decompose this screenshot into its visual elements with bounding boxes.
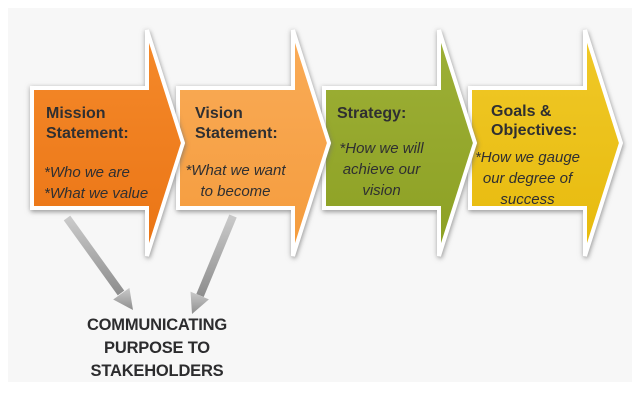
arrow-bullet-line: *How we will — [339, 140, 424, 157]
arrow-heading: Goals & Objectives: — [470, 102, 585, 140]
right-arrow-icon — [468, 29, 624, 257]
arrow-bullet-line: success — [500, 191, 555, 208]
arrow-bullet-line: *What we value — [44, 185, 149, 202]
communication-label-line: STAKEHOLDERS — [90, 362, 224, 380]
arrow-mission-statement: Mission Statement: *Who we are *What we … — [28, 27, 198, 259]
arrow-bullet-line: vision — [362, 182, 401, 199]
arrow-heading: Mission Statement: — [32, 104, 147, 144]
down-left-arrow-icon — [63, 215, 133, 310]
arrow-bullets: *How we will achieve our vision — [324, 138, 439, 201]
right-arrow-icon — [176, 29, 332, 257]
arrow-bullet-line: *How we gauge — [474, 149, 581, 166]
communication-label-line: PURPOSE TO — [104, 339, 210, 357]
arrow-bullets: *Who we are *What we value — [32, 162, 149, 204]
arrow-bullet-line: our degree of — [482, 170, 573, 187]
arrow-bullets: *How we gauge our degree of success — [470, 147, 585, 210]
arrow-heading-line: Mission — [46, 105, 106, 122]
communication-label: COMMUNICATING PURPOSE TO STAKEHOLDERS — [57, 314, 257, 383]
arrow-bullet-line: achieve our — [342, 161, 421, 178]
arrow-text-block: Strategy: *How we will achieve our visio… — [324, 88, 439, 208]
block-arrow-shape — [468, 29, 624, 257]
arrow-heading: Strategy: — [324, 104, 439, 124]
arrow-bullet-line: *Who we are — [44, 164, 130, 181]
arrow-text-block: Vision Statement: *What we want to becom… — [178, 88, 293, 208]
arrow-bullet-line: *What we want — [185, 162, 286, 179]
communication-label-line: COMMUNICATING — [86, 316, 228, 334]
arrow-heading-line: Objectives: — [491, 122, 578, 139]
block-arrow-shape — [30, 29, 186, 257]
arrow-vision-statement: Vision Statement: *What we want to becom… — [174, 27, 344, 259]
arrow-goals-objectives: Goals & Objectives: *How we gauge our de… — [466, 27, 636, 259]
arrow-heading-line: Strategy: — [337, 105, 407, 122]
arrow-heading-line: Goals & — [491, 103, 552, 120]
block-arrow-shape — [176, 29, 332, 257]
arrow-strategy: Strategy: *How we will achieve our visio… — [320, 27, 490, 259]
arrow-heading-line: Statement: — [195, 125, 278, 142]
arrow-heading: Vision Statement: — [178, 104, 293, 144]
arrow-bullet-line: to become — [200, 183, 271, 200]
arrow-heading-line: Statement: — [46, 125, 129, 142]
arrow-text-block: Mission Statement: *Who we are *What we … — [32, 88, 149, 208]
connector-arrows — [63, 214, 237, 314]
right-arrow-icon — [30, 29, 186, 257]
down-right-arrow-icon — [190, 214, 237, 314]
block-arrow-shape — [322, 29, 478, 257]
right-arrow-icon — [322, 29, 478, 257]
arrow-heading-line: Vision — [195, 105, 243, 122]
arrow-bullets: *What we want to become — [178, 160, 293, 202]
arrow-text-block: Goals & Objectives: *How we gauge our de… — [470, 88, 585, 208]
